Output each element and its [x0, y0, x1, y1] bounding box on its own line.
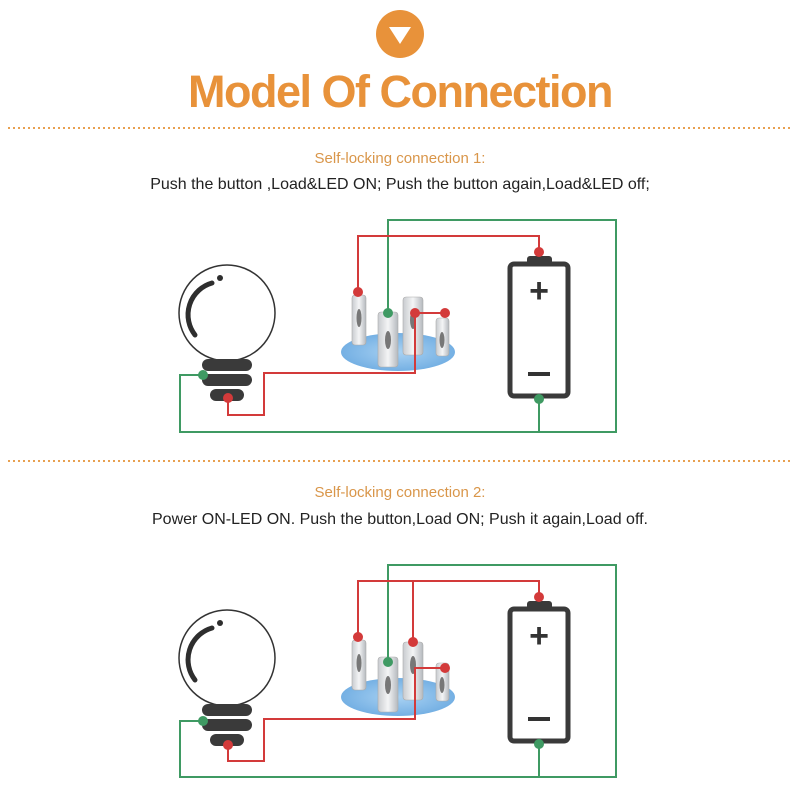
battery-plus-label: +: [529, 272, 549, 310]
section-2-description: Power ON-LED ON. Push the button,Load ON…: [152, 511, 648, 528]
positive-wire: [357, 235, 540, 292]
section-1-subtitle: Self-locking connection 1:: [314, 150, 486, 167]
terminal-dots: [198, 592, 544, 750]
push-switch-icon: [340, 294, 456, 372]
battery-minus-icon: [528, 717, 550, 721]
circuit-diagram-1: +: [179, 219, 617, 433]
lamp-icon: [179, 610, 275, 746]
negative-wire: [179, 564, 617, 778]
battery-minus-icon: [528, 372, 550, 376]
push-switch-icon: [340, 639, 456, 717]
negative-wire: [179, 219, 617, 433]
terminal-dots: [198, 247, 544, 404]
circuit-diagram-2: +: [179, 564, 617, 778]
section-2-subtitle: Self-locking connection 2:: [314, 484, 486, 501]
page-title: Model Of Connection: [188, 66, 613, 117]
battery-plus-label: +: [529, 617, 549, 655]
section-1-description: Push the button ,Load&LED ON; Push the b…: [150, 176, 650, 193]
positive-wire: [357, 580, 540, 637]
chevron-down-circle-icon: [376, 10, 424, 58]
lamp-icon: [179, 265, 275, 401]
load-wire: [227, 667, 445, 762]
